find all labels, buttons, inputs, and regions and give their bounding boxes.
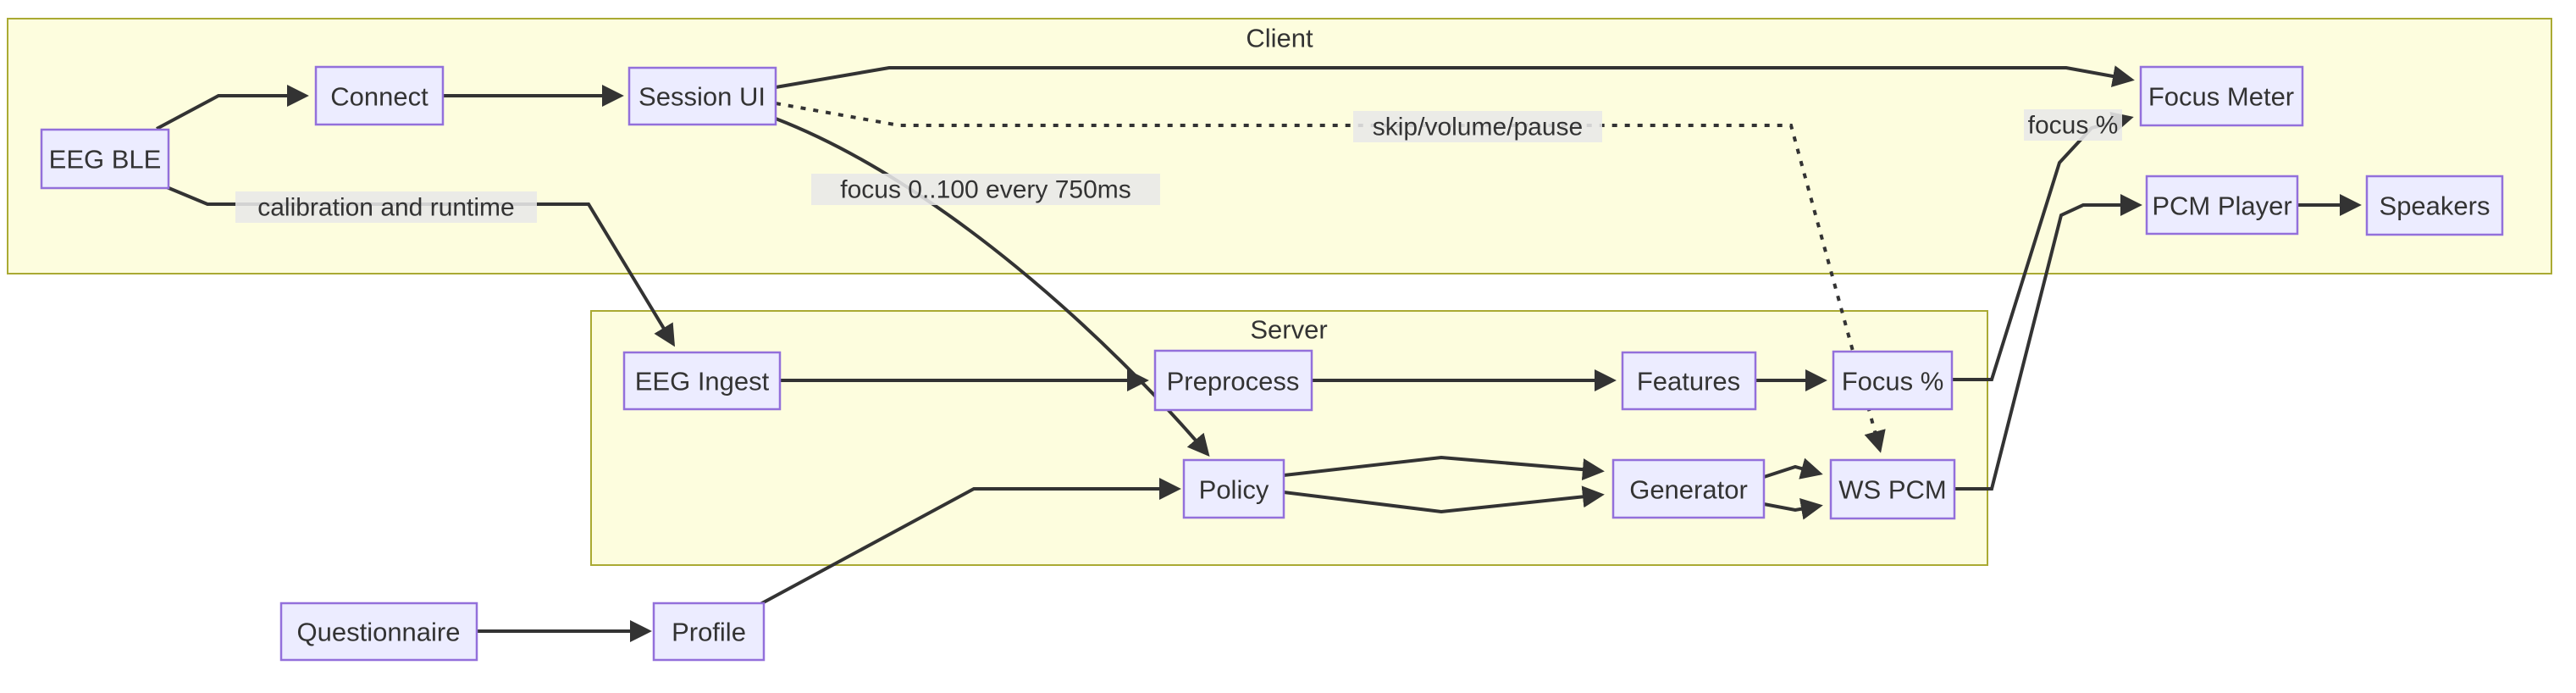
edge-generator-ws-pcm-upper: [1763, 457, 1823, 480]
node-pcm-player-box: [2145, 175, 2299, 236]
edge-label-focus-pct-text: focus %: [2028, 112, 2119, 140]
server-subgraph-title: Server: [1250, 315, 1327, 345]
node-policy-box: [1182, 458, 1285, 519]
node-generator: Generator: [1611, 458, 1766, 519]
client-subgraph-title: Client: [1246, 24, 1313, 53]
edge-policy-generator-lower: [1283, 485, 1605, 514]
edge-label-focus-stream-text: focus 0..100 every 750ms: [840, 176, 1131, 204]
node-features-label: Features: [1637, 367, 1740, 396]
node-questionnaire-box: [279, 602, 478, 662]
edge-generator-ws-pcm-lower: [1763, 497, 1823, 520]
node-preprocess-label: Preprocess: [1167, 367, 1300, 396]
node-session-ui-box: [627, 66, 777, 126]
node-pcm-player-label: PCM Player: [2152, 191, 2291, 221]
client-subgraph: Client: [7, 18, 2552, 274]
edge-label-controls: skip/volume/pause: [1353, 111, 1602, 142]
edge-profile-policy: [760, 478, 1181, 606]
node-focus-meter: Focus Meter: [2139, 65, 2304, 127]
node-speakers-label: Speakers: [2380, 191, 2490, 221]
edge-session-ui-focus-meter: [775, 65, 2135, 89]
client-subgraph-box: [7, 18, 2552, 274]
edge-label-controls-bg: [1353, 111, 1602, 142]
edge-label-calibration: calibration and runtime: [235, 191, 537, 223]
node-questionnaire: Questionnaire: [279, 602, 478, 662]
node-eeg-ble: EEG BLE: [40, 128, 170, 190]
node-session-ui-label: Session UI: [638, 82, 766, 112]
node-ws-pcm-box: [1829, 458, 1956, 520]
edge-policy-generator-upper: [1283, 455, 1605, 481]
node-focus-meter-label: Focus Meter: [2148, 82, 2294, 112]
edge-eeg-ble-connect: [156, 85, 309, 130]
edge-session-ui-ws-pcm-dotted: [775, 102, 1886, 453]
node-connect-label: Connect: [330, 82, 428, 112]
node-connect-box: [314, 65, 445, 126]
node-connect: Connect: [314, 65, 445, 126]
edge-label-focus-pct: focus %: [2024, 109, 2122, 141]
node-generator-box: [1611, 458, 1766, 519]
edge-label-calibration-text: calibration and runtime: [257, 194, 515, 222]
server-subgraph: Server: [590, 310, 1988, 566]
node-pcm-player: PCM Player: [2145, 175, 2299, 236]
node-focus-meter-box: [2139, 65, 2304, 127]
node-questionnaire-label: Questionnaire: [296, 618, 460, 647]
node-eeg-ingest-label: EEG Ingest: [635, 367, 770, 396]
node-eeg-ble-label: EEG BLE: [49, 145, 162, 175]
edge-label-focus-stream-bg: [811, 174, 1160, 205]
node-ws-pcm-label: WS PCM: [1838, 475, 1946, 505]
node-policy: Policy: [1182, 458, 1285, 519]
edge-label-focus-stream: focus 0..100 every 750ms: [811, 174, 1160, 205]
node-profile-label: Profile: [672, 618, 746, 647]
node-policy-label: Policy: [1199, 475, 1269, 505]
node-eeg-ingest-box: [622, 351, 782, 411]
edge-label-focus-pct-bg: [2024, 109, 2122, 141]
node-profile: Profile: [652, 602, 766, 662]
node-profile-box: [652, 602, 766, 662]
node-preprocess-box: [1153, 349, 1313, 412]
node-eeg-ingest: EEG Ingest: [622, 351, 782, 411]
node-preprocess: Preprocess: [1153, 349, 1313, 412]
edge-label-controls-text: skip/volume/pause: [1373, 114, 1583, 141]
node-focus-pct: Focus %: [1832, 350, 1954, 411]
node-features: Features: [1621, 351, 1757, 411]
edge-ws-pcm-pcm-player: [1954, 194, 2142, 491]
node-session-ui: Session UI: [627, 66, 777, 126]
node-generator-label: Generator: [1629, 475, 1748, 505]
edge-label-calibration-bg: [235, 191, 537, 223]
node-speakers: Speakers: [2365, 175, 2504, 236]
node-focus-pct-label: Focus %: [1842, 367, 1944, 396]
node-ws-pcm: WS PCM: [1829, 458, 1956, 520]
node-focus-pct-box: [1832, 350, 1954, 411]
node-features-box: [1621, 351, 1757, 411]
node-speakers-box: [2365, 175, 2504, 236]
node-eeg-ble-box: [40, 128, 170, 190]
server-subgraph-box: [590, 310, 1988, 566]
